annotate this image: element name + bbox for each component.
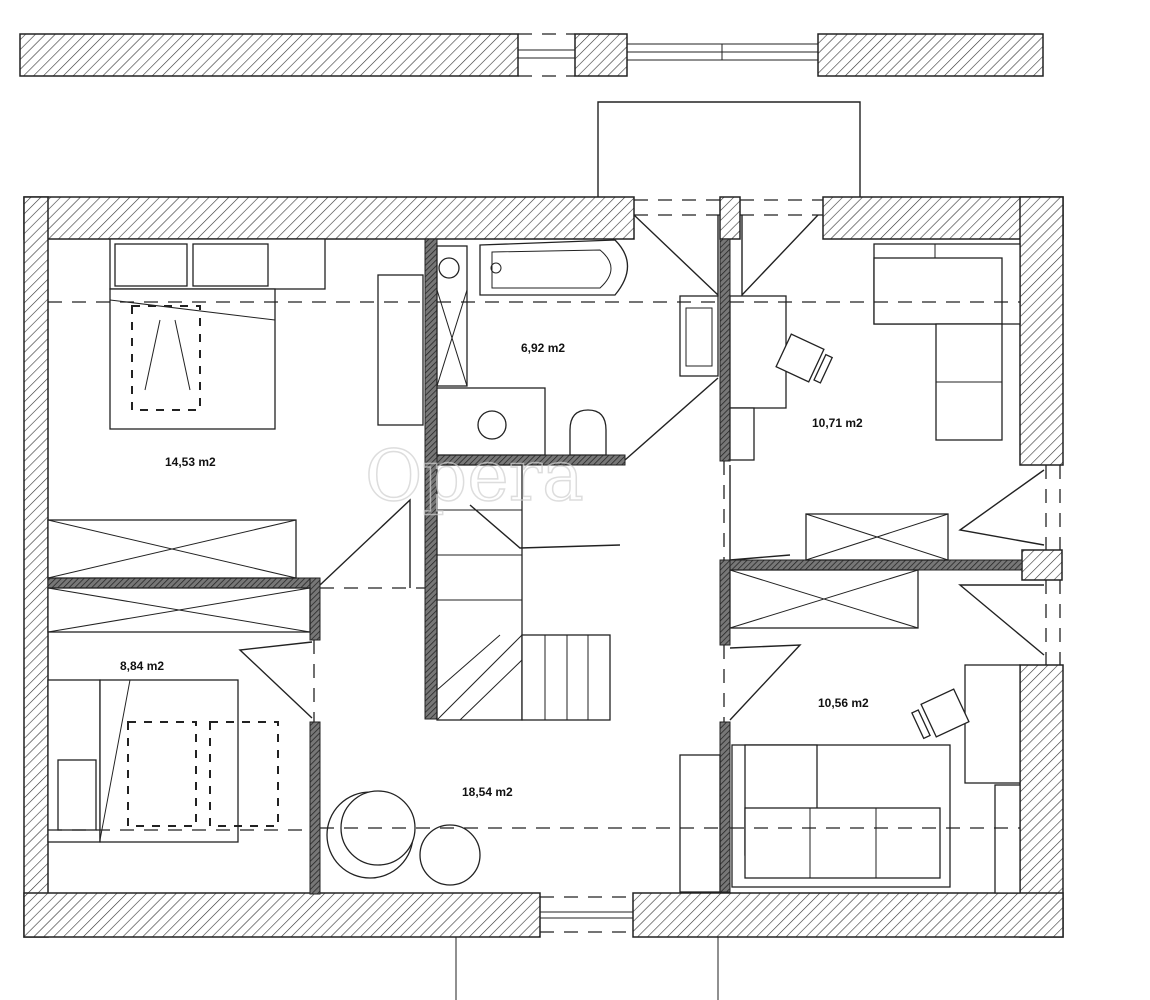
room-area-office-bottom-right: 10,56 m2 — [818, 696, 869, 710]
bathroom-fixtures — [436, 239, 719, 456]
office-top-right-furniture — [729, 243, 1021, 561]
large-bedroom-furniture — [47, 238, 424, 579]
small-bedroom-furniture — [47, 587, 311, 843]
door-swings — [238, 377, 802, 721]
office-bottom-right-furniture — [679, 569, 1021, 894]
top-wall-section — [19, 33, 1044, 77]
room-area-office-top-right: 10,71 m2 — [812, 416, 863, 430]
openings — [455, 199, 1061, 1000]
hall-furniture — [320, 790, 720, 886]
balcony-outline — [597, 101, 861, 197]
room-area-hall: 18,54 m2 — [462, 785, 513, 799]
watermark: Opera — [365, 435, 584, 517]
outer-walls — [23, 196, 1064, 938]
room-area-bedroom-small: 8,84 m2 — [120, 659, 164, 673]
staircase — [436, 464, 621, 721]
room-area-bedroom-large: 14,53 m2 — [165, 455, 216, 469]
room-area-bathroom: 6,92 m2 — [521, 341, 565, 355]
